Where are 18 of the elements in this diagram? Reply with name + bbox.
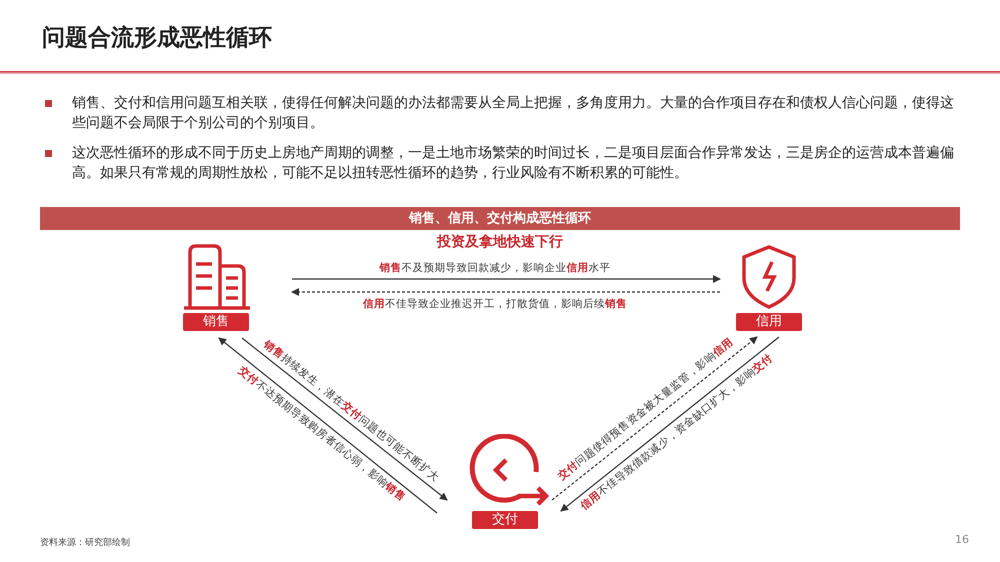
arrow [242, 338, 448, 501]
page-number: 16 [955, 533, 969, 546]
label-tag: 交付 [472, 511, 538, 529]
arrow [218, 337, 438, 514]
heading-band: 销售、信用、交付构成恶性循环 [40, 207, 960, 230]
label-tag: 信用 [736, 313, 802, 331]
subheading: 投资及拿地快速下行 [436, 233, 564, 251]
arrow [292, 275, 721, 283]
arrow [560, 336, 780, 512]
arrow [291, 288, 720, 296]
edge-label: 信用不佳导致企业推迟开工，打散货值，影响后续销售 [363, 298, 627, 310]
arrow [552, 336, 758, 500]
source-note: 资料来源：研究部绘制 [40, 536, 130, 549]
edge-label: 销售不及预期导致回款减少，影响企业信用水平 [380, 262, 610, 274]
bullet-text: 这次恶性循环的形成不同于历史上房地产周期的调整，一是土地市场繁荣的时间过长，二是项目层面合作异常发达，三是房企的运营成本普遍偏高。如果只有常规的周期性放松，可能不足以扭转恶性循环的趋势，行业风险有不断积累的可能性。 [72, 144, 955, 183]
title: 问题合流形成恶性循环 [42, 24, 272, 53]
label-tag: 销售 [183, 313, 249, 331]
bullet-text: 销售、交付和信用问题互相关联，使得任何解决问题的办法都需要从全局上把握，多角度用力。大量的合作项目存在和债权人信心问题，使得这些问题不会局限于个别公司的个别项目。 [72, 94, 955, 133]
